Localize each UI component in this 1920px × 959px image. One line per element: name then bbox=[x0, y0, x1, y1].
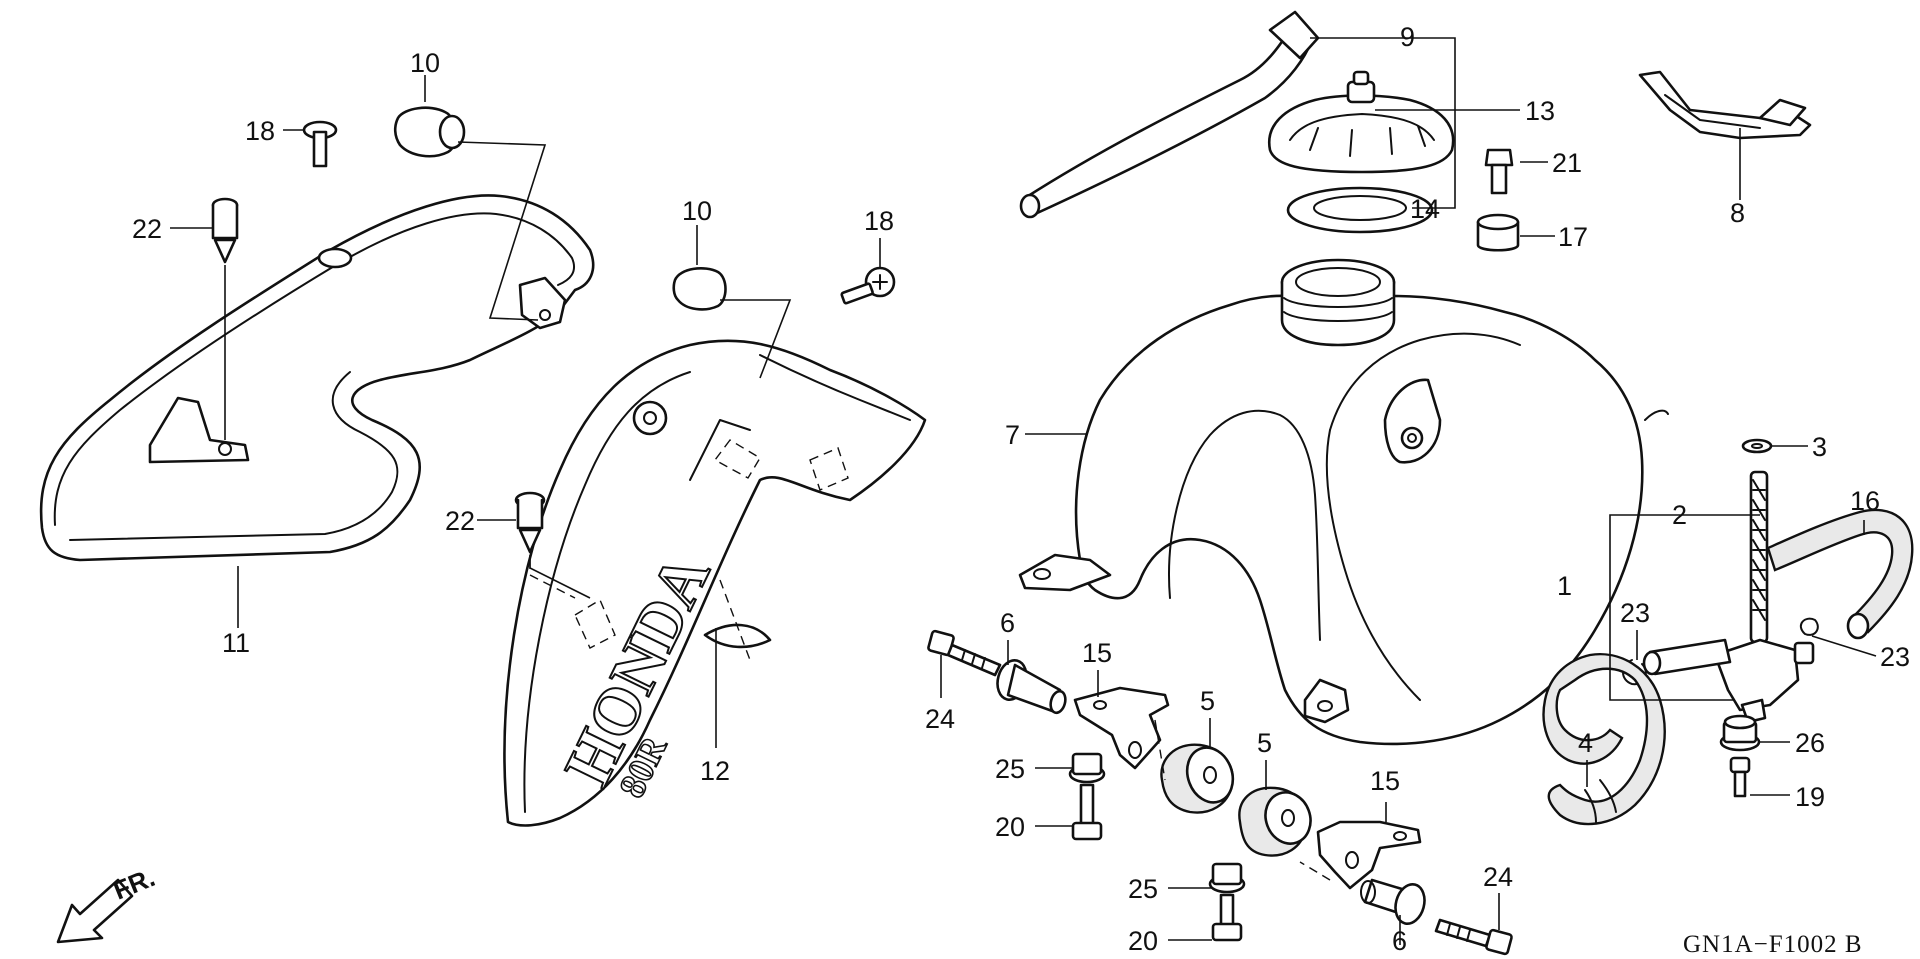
collar-part-6-right bbox=[1360, 878, 1426, 925]
callout-1: 1 bbox=[1557, 571, 1572, 601]
callout-14: 14 bbox=[1410, 194, 1440, 224]
callout-5-left: 5 bbox=[1200, 686, 1215, 716]
bolt-part-20-left bbox=[1071, 783, 1103, 841]
screw-part-18-right bbox=[840, 266, 896, 305]
breather-hose-part-9 bbox=[1019, 10, 1320, 219]
callout-17: 17 bbox=[1558, 222, 1588, 252]
callout-22-right: 22 bbox=[445, 506, 475, 536]
right-shroud-part-12: HONDA 80R bbox=[503, 339, 927, 827]
callout-22-left: 22 bbox=[132, 214, 162, 244]
callout-21: 21 bbox=[1552, 148, 1582, 178]
callout-7: 7 bbox=[1005, 420, 1020, 450]
callout-2: 2 bbox=[1672, 500, 1687, 530]
cap-gasket-part-14 bbox=[1286, 186, 1434, 234]
collar-part-6-left bbox=[996, 659, 1067, 715]
callout-18-right: 18 bbox=[864, 206, 894, 236]
fuel-cap-part-13 bbox=[1267, 70, 1455, 174]
callout-16: 16 bbox=[1850, 486, 1880, 516]
callout-20-left: 20 bbox=[995, 812, 1025, 842]
bolt-part-19 bbox=[1729, 756, 1751, 798]
screw-part-18-left bbox=[302, 120, 338, 168]
clip-part-22-right bbox=[514, 491, 546, 554]
grommet-part-10-right bbox=[672, 266, 727, 311]
bolt-part-21 bbox=[1484, 148, 1514, 195]
fuel-tank-part-7 bbox=[1018, 258, 1669, 746]
callout-13: 13 bbox=[1525, 96, 1555, 126]
callout-23-right: 23 bbox=[1880, 642, 1910, 672]
protector-part-4 bbox=[1542, 652, 1666, 826]
callout-24-left: 24 bbox=[925, 704, 955, 734]
callout-4: 4 bbox=[1578, 728, 1593, 758]
stay-bracket-part-8 bbox=[1638, 70, 1812, 140]
washer-part-3 bbox=[1741, 438, 1773, 454]
left-shroud-part-11 bbox=[39, 194, 595, 562]
leader-lines bbox=[170, 37, 1877, 945]
callout-12: 12 bbox=[700, 756, 730, 786]
callout-9: 9 bbox=[1400, 22, 1415, 52]
bracket-part-15-right bbox=[1316, 820, 1422, 890]
fuel-valve-part-1 bbox=[1642, 470, 1815, 724]
callout-6-upper: 6 bbox=[1000, 608, 1015, 638]
fuel-hose-part-16 bbox=[1766, 508, 1914, 640]
callout-10-right: 10 bbox=[682, 196, 712, 226]
bolt-part-24-right bbox=[1434, 918, 1513, 956]
callout-25-right: 25 bbox=[1128, 874, 1158, 904]
nut-part-25-left bbox=[1068, 752, 1106, 784]
callout-26: 26 bbox=[1795, 728, 1825, 758]
nut-part-26 bbox=[1719, 714, 1761, 752]
bracket-part-15-left bbox=[1073, 686, 1170, 770]
callout-10-left: 10 bbox=[410, 48, 440, 78]
cushion-part-5-left bbox=[1160, 743, 1235, 814]
grommet-part-10-left bbox=[393, 106, 466, 158]
callout-18-left: 18 bbox=[245, 116, 275, 146]
callout-24-right: 24 bbox=[1483, 862, 1513, 892]
callout-15-right: 15 bbox=[1370, 766, 1400, 796]
front-direction-indicator: FR. bbox=[56, 862, 159, 944]
callout-3: 3 bbox=[1812, 432, 1827, 462]
hose-clip-part-23-right bbox=[1799, 617, 1819, 636]
cushion-part-5-right bbox=[1238, 786, 1312, 857]
callout-labels: 10 18 22 11 10 18 22 12 9 13 14 21 17 8 … bbox=[132, 22, 1910, 956]
drawing-code: GN1A−F1002 B bbox=[1683, 931, 1863, 958]
callout-11: 11 bbox=[222, 628, 250, 658]
nut-part-25-right bbox=[1208, 862, 1246, 894]
bolt-part-24-left bbox=[927, 629, 1002, 677]
callout-25-left: 25 bbox=[995, 754, 1025, 784]
callout-20-right: 20 bbox=[1128, 926, 1158, 956]
callout-15-left: 15 bbox=[1082, 638, 1112, 668]
front-arrow-icon bbox=[56, 878, 134, 944]
callout-6-lower: 6 bbox=[1392, 926, 1407, 956]
callout-5-right: 5 bbox=[1257, 728, 1272, 758]
clip-part-22-left bbox=[211, 197, 239, 264]
callout-19: 19 bbox=[1795, 782, 1825, 812]
collar-part-17 bbox=[1476, 213, 1520, 252]
callout-23-left: 23 bbox=[1620, 598, 1650, 628]
callout-8: 8 bbox=[1730, 198, 1745, 228]
bolt-part-20-right bbox=[1211, 893, 1243, 942]
